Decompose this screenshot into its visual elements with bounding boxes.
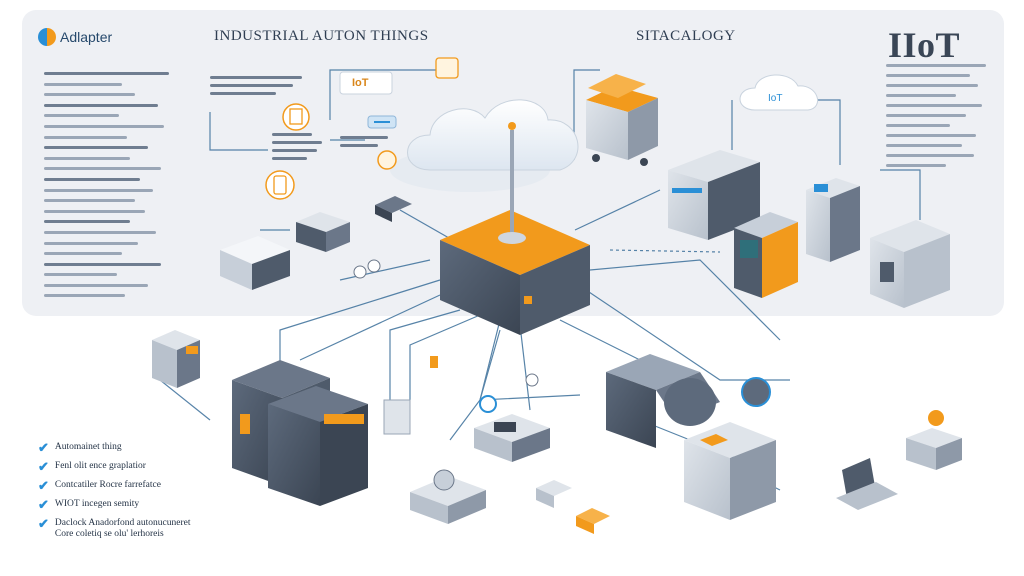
- chip-module: [474, 414, 550, 462]
- check-icon: ✔: [38, 440, 49, 455]
- left-text-block: [44, 72, 174, 305]
- title-right: IIoT: [888, 25, 961, 65]
- folder-icon: [435, 57, 459, 79]
- cloud-icon: [390, 99, 579, 192]
- check-icon: ✔: [38, 497, 49, 512]
- robot-cart: [586, 74, 658, 166]
- control-unit: [870, 220, 950, 308]
- right-text-block: [886, 64, 986, 174]
- lamp-icon: [430, 356, 438, 368]
- gauge-icon: [479, 395, 497, 413]
- battery-rack: [383, 399, 411, 435]
- mid-text-block-top: [210, 76, 302, 100]
- industrial-machine: [606, 354, 771, 448]
- document-icon: [282, 103, 310, 131]
- check-icon: ✔: [38, 478, 49, 493]
- iot-tag-left: [339, 71, 393, 95]
- orange-box: [576, 508, 610, 534]
- checklist-item: ✔ Contcatiler Rocre farrefatce: [38, 478, 161, 493]
- server-tower: [806, 178, 860, 262]
- mid-text-block-right: [340, 136, 388, 152]
- feature-checklist: ✔ Automainet thing ✔ Fenl olit ence grap…: [38, 440, 198, 547]
- check-icon: ✔: [38, 516, 49, 531]
- checklist-item: ✔ Fenl olit ence graplatior: [38, 459, 146, 474]
- checklist-item: ✔ Automainet thing: [38, 440, 122, 455]
- connector-node-icon: [353, 259, 381, 279]
- central-gateway: [440, 122, 590, 335]
- coin-icon: [377, 150, 397, 170]
- sensor-device-1: [220, 236, 290, 290]
- checklist-item: ✔ WIOT incegen semity: [38, 497, 140, 512]
- server-cluster: [232, 360, 368, 506]
- logo-mark-icon: [38, 28, 56, 46]
- robot-station: [906, 410, 962, 470]
- server-rack-1: [668, 150, 760, 240]
- sensor-device-3: [375, 196, 412, 222]
- robot-arm-machine: [410, 469, 486, 524]
- check-icon: ✔: [38, 459, 49, 474]
- logo-text: Adlapter: [60, 29, 113, 45]
- laptop-icon: [836, 458, 898, 510]
- mid-text-block: [272, 133, 322, 165]
- blue-chip-tag-icon: [367, 115, 397, 129]
- iot-tag-right-label: IoT: [768, 93, 783, 104]
- title-mid: SITACALOGY: [636, 28, 736, 44]
- small-box: [536, 480, 572, 508]
- sensor-device-2: [296, 212, 350, 252]
- logo: Adlapter: [38, 28, 112, 46]
- battery-icon: [265, 170, 295, 200]
- iot-tag-left-label: IoT: [352, 77, 369, 89]
- iot-cloud-tag-icon: [739, 74, 819, 111]
- plc-rack: [684, 422, 776, 520]
- storage-block: [152, 330, 200, 388]
- title-left: INDUSTRIAL AUTON THINGS: [214, 28, 429, 44]
- industrial-cabinet: [734, 212, 798, 298]
- probe-icon: [525, 373, 539, 387]
- checklist-item: ✔ Daclock Anadorfond autonucuneret Core …: [38, 516, 191, 539]
